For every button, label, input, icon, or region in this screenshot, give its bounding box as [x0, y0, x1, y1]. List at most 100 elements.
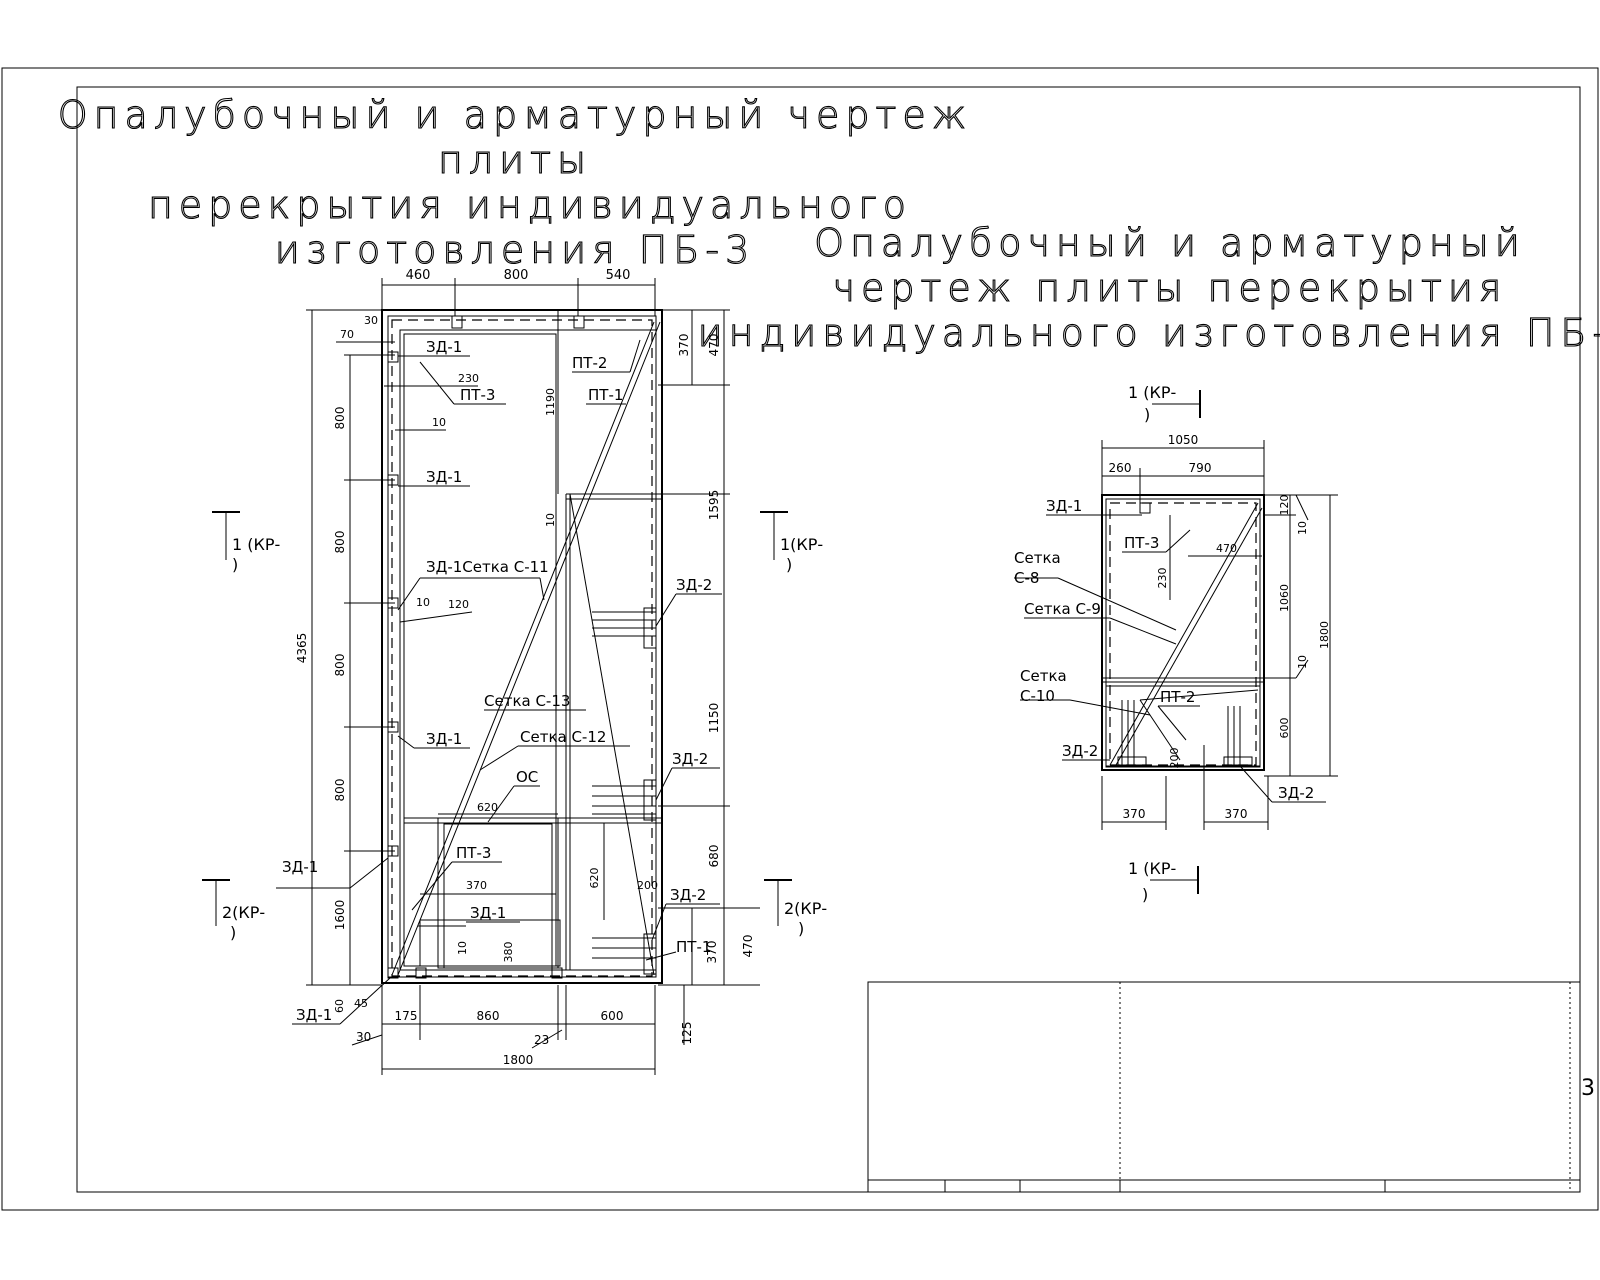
pb3-dashed-contour	[391, 319, 653, 977]
pb3-section-2-right-close: )	[798, 919, 804, 938]
pb4-dim-bottom-370b: 370	[1225, 807, 1248, 821]
pb4-title: Опалубочный и арматурный чертеж плиты пе…	[697, 220, 1600, 355]
pb4-section-top: 1 (КР- )	[1128, 383, 1201, 424]
pb4-dim-230: 230	[1156, 568, 1169, 589]
pb3-section-2-left: 2(КР- )	[202, 879, 265, 942]
pb3-label-pt3-b: ПТ-3	[456, 844, 491, 862]
pb3-dim-30: 30	[364, 314, 378, 327]
pb4-title-line-3: индивидуального изготовления ПБ-4	[698, 311, 1600, 355]
pb4-dim-470: 470	[1216, 542, 1237, 555]
pb3-label-zd1-a: ЗД-1	[426, 338, 462, 356]
pb3-section-2-left-label: 2(КР-	[222, 903, 265, 922]
pb4-title-line-2: чертеж плиты перекрытия	[833, 266, 1508, 310]
pb3-label-zd2-a: ЗД-2	[676, 576, 712, 594]
pb3-label-zd1-b: ЗД-1	[426, 468, 462, 486]
pb3-label-setka-c12: Сетка С-12	[520, 728, 606, 746]
pb3-title-line-2: плиты	[438, 138, 592, 182]
pb3-dim-left-800d: 800	[333, 779, 347, 802]
pb3-dim-bottom-30: 30	[356, 1030, 371, 1044]
pb4-dim-1050: 1050	[1168, 433, 1199, 447]
pb3-label-pt1-a: ПТ-1	[588, 386, 623, 404]
pb3-dim-top-800: 800	[504, 268, 529, 283]
pb4-dim-260: 260	[1109, 461, 1132, 475]
pb3-section-1-left-close: )	[232, 555, 238, 574]
pb3-dim-230: 230	[458, 372, 479, 385]
pb3-label-zd1-e: ЗД-1	[282, 858, 318, 876]
pb4-label-setka-c8-a: Сетка	[1014, 549, 1061, 567]
pb4-dim-10b: 10	[1296, 655, 1309, 669]
pb3-dim-right-1595: 1595	[707, 490, 721, 521]
pb3-label-setka-c13: Сетка С-13	[484, 692, 570, 710]
pb4-dim-120: 120	[1278, 495, 1291, 516]
pb4-label-setka-c8-b: С-8	[1014, 569, 1039, 587]
pb3-section-2-left-close: )	[230, 923, 236, 942]
pb3-dim-10a: 10	[432, 416, 446, 429]
pb3-dim-bottom-23: 23	[534, 1033, 549, 1047]
pb3-dim-right-470: 470	[707, 334, 721, 357]
pb3-section-2-right-label: 2(КР-	[784, 899, 827, 918]
pb3-dim-620b: 620	[588, 868, 601, 889]
pb4-label-zd1: ЗД-1	[1046, 497, 1082, 515]
pb4-dim-1060: 1060	[1278, 584, 1291, 612]
pb4-dim-200: 200	[1168, 748, 1181, 769]
pb3-label-zd1-d: ЗД-1	[426, 730, 462, 748]
pb3-section-1-right-label: 1(КР-	[780, 535, 823, 554]
pb4-section-bottom-close: )	[1142, 885, 1148, 904]
pb3-dim-370: 370	[466, 879, 487, 892]
pb3-slab: 460 800 540 370 470 1595 1150 680 470 37…	[202, 268, 827, 1075]
pb3-label-zd2-c: ЗД-2	[670, 886, 706, 904]
pb4-dim-600: 600	[1278, 718, 1291, 739]
pb3-section-1-right: 1(КР- )	[760, 511, 823, 574]
pb3-label-pt1-b: ПТ-1	[676, 938, 711, 956]
pb4-label-zd2-a: ЗД-2	[1062, 742, 1098, 760]
pb4-slab: 1050 260 790 120 10 1060 1800 10 600 230…	[1014, 383, 1338, 904]
pb3-label-os: ОС	[516, 768, 538, 786]
pb3-label-pt3-a: ПТ-3	[460, 386, 495, 404]
pb3-dim-70: 70	[340, 328, 354, 341]
pb3-title-line-1: Опалубочный и арматурный чертеж	[58, 93, 972, 137]
pb3-dim-45: 45	[354, 997, 368, 1010]
pb3-section-1-left: 1 (КР- )	[212, 511, 280, 574]
pb3-title-line-3: перекрытия индивидуального	[148, 183, 912, 227]
pb3-dim-top-460: 460	[406, 268, 431, 283]
pb3-dim-left-800c: 800	[333, 654, 347, 677]
pb4-label-setka-c9: Сетка С-9	[1024, 600, 1101, 618]
pb4-label-setka-c10-b: С-10	[1020, 687, 1055, 705]
inner-frame	[76, 86, 1581, 1193]
pb3-dim-top-540: 540	[606, 268, 631, 283]
pb3-dim-120: 120	[448, 598, 469, 611]
pb3-dim-right-470b: 470	[741, 935, 755, 958]
pb4-section-top-label: 1 (КР-	[1128, 383, 1176, 402]
title-block: 3	[867, 981, 1595, 1193]
pb3-dim-right-370: 370	[677, 334, 691, 357]
pb3-dim-200: 200	[637, 879, 658, 892]
pb3-dim-bottom-1800: 1800	[503, 1053, 534, 1067]
pb4-dim-bottom-370a: 370	[1123, 807, 1146, 821]
pb3-title: Опалубочный и арматурный чертеж плиты пе…	[57, 92, 972, 272]
pb4-label-setka-c10-a: Сетка	[1020, 667, 1067, 685]
pb3-dim-10d: 10	[456, 941, 469, 955]
pb3-dim-left-4365: 4365	[295, 633, 309, 664]
pb3-dim-bottom-860: 860	[477, 1009, 500, 1023]
pb4-section-bottom: 1 (КР- )	[1128, 859, 1199, 904]
pb4-dashed-contour	[1109, 502, 1257, 766]
pb3-dim-left-800b: 800	[333, 531, 347, 554]
pb4-section-top-close: )	[1144, 405, 1150, 424]
pb3-dim-left-1600: 1600	[333, 900, 347, 931]
pb4-section-bottom-label: 1 (КР-	[1128, 859, 1176, 878]
pb3-dim-10b: 10	[416, 596, 430, 609]
pb3-dim-60: 60	[333, 999, 346, 1013]
pb4-dim-1800: 1800	[1318, 621, 1331, 649]
pb3-label-zd2-b: ЗД-2	[672, 750, 708, 768]
pb4-label-pt3: ПТ-3	[1124, 534, 1159, 552]
pb3-dim-1190: 1190	[544, 388, 557, 416]
pb4-title-line-1: Опалубочный и арматурный	[814, 221, 1526, 265]
pb3-label-zd1-f: ЗД-1	[470, 904, 506, 922]
pb4-dim-10a: 10	[1296, 521, 1309, 535]
pb3-dim-right-1150: 1150	[707, 703, 721, 734]
outer-border	[1, 67, 1599, 1211]
pb3-dim-right-125: 125	[680, 1022, 694, 1045]
pb3-dim-bottom-175: 175	[395, 1009, 418, 1023]
pb3-section-1-right-close: )	[786, 555, 792, 574]
